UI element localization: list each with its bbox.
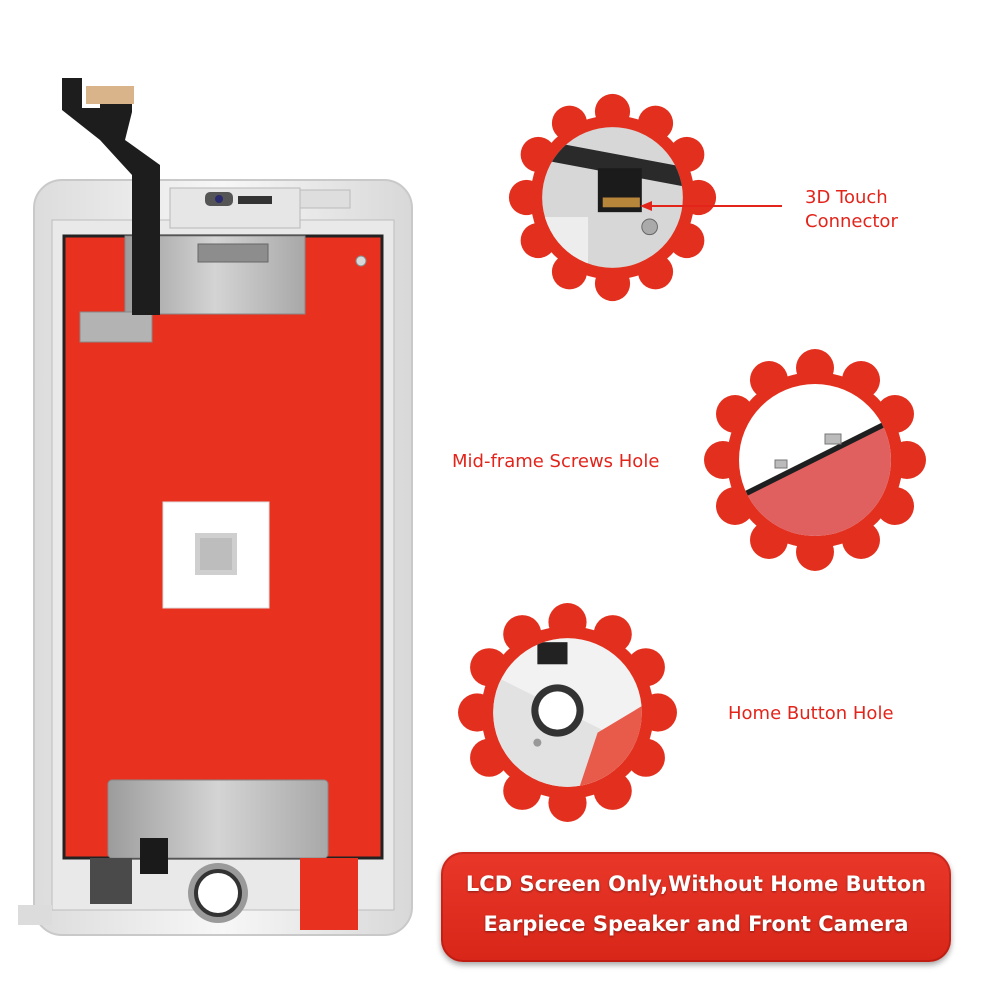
arrow-line — [640, 201, 782, 211]
info-banner: LCD Screen Only,Without Home Button Earp… — [441, 852, 951, 962]
banner-line2: Earpiece Speaker and Front Camera — [483, 912, 909, 936]
callout-mid-frame-screws-hole: Mid-frame Screws Hole — [452, 451, 660, 472]
callout-line2: Connector — [805, 211, 898, 232]
gear-badge-home — [458, 603, 677, 822]
callout-line1: 3D Touch — [805, 187, 888, 208]
lcd-assembly-illustration — [18, 78, 413, 936]
gear-badge-screws — [704, 349, 926, 571]
banner-line1: LCD Screen Only,Without Home Button — [465, 872, 927, 896]
callout-home-button-hole: Home Button Hole — [728, 703, 894, 724]
callout-3d-touch-connector: 3D Touch Connector — [805, 186, 955, 234]
